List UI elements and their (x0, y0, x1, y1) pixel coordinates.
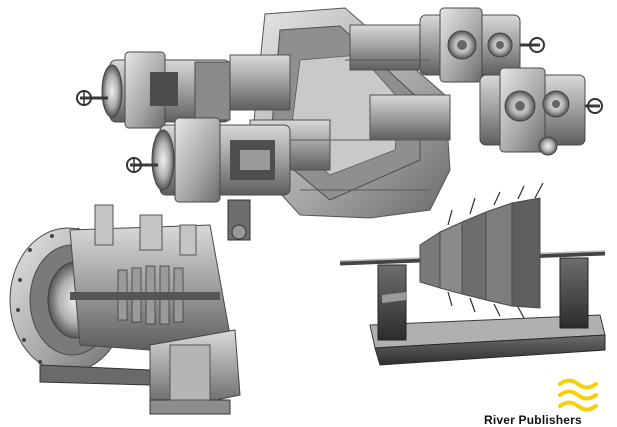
reciprocating-compressor (76, 7, 603, 241)
publisher-logo-text: River Publishers (484, 413, 582, 427)
cylinder-lower-left (126, 117, 291, 241)
cylinder-upper-left (76, 51, 231, 129)
publisher-logo: River Publishers (484, 372, 617, 427)
cylinder-upper-right (419, 7, 545, 83)
turbine-rotor-on-stand (339, 182, 606, 366)
river-publishers-logo-mark (558, 378, 598, 412)
cylinder-lower-right (479, 67, 603, 156)
centrifugal-compressor-cutaway (9, 204, 241, 415)
